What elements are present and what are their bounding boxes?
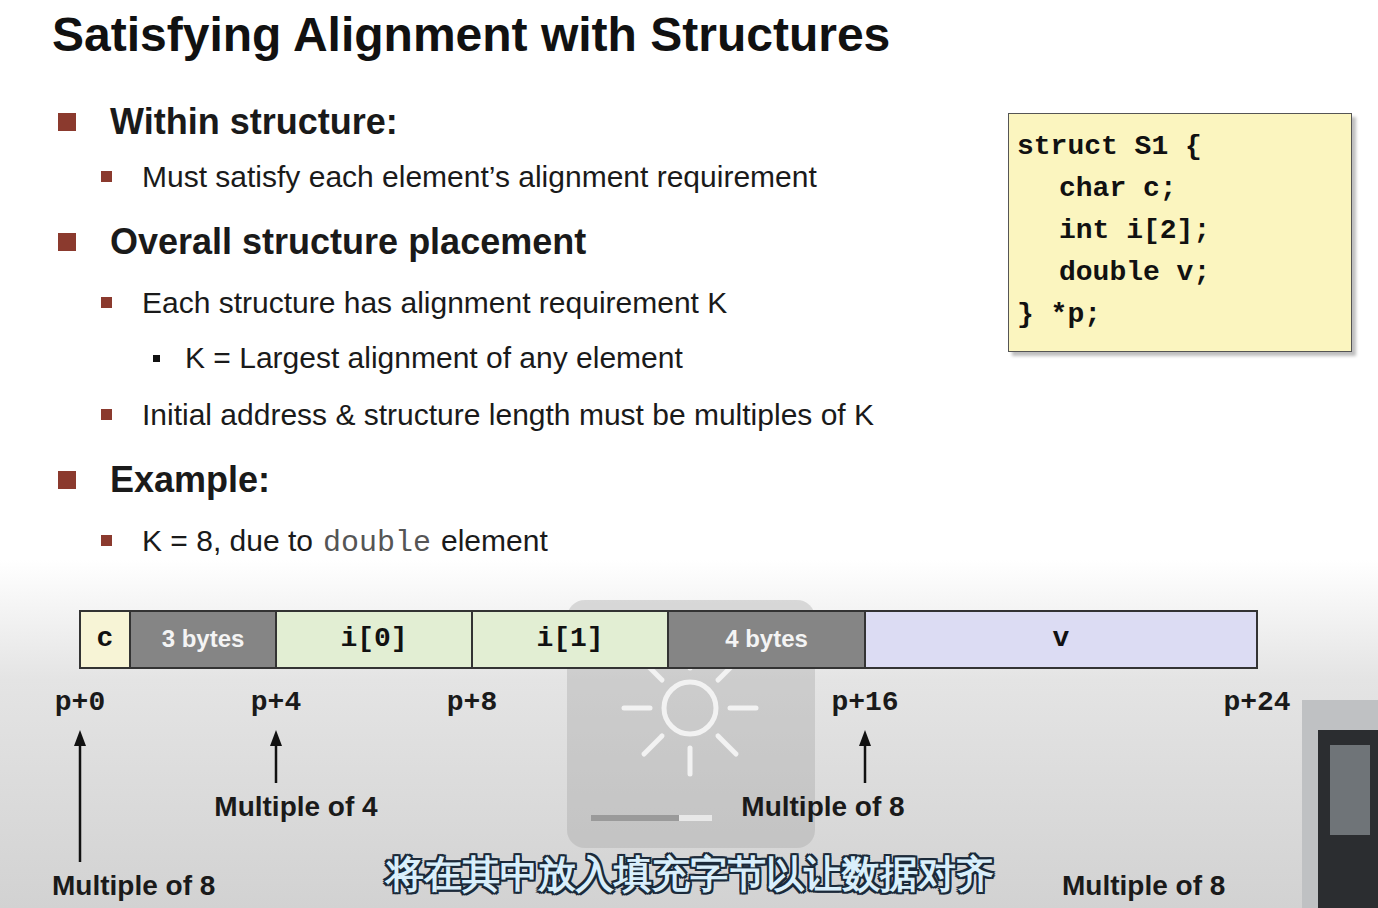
- code-line: char c;: [1017, 168, 1341, 210]
- cell-label: i[0]: [340, 624, 407, 655]
- code-line: int i[2];: [1017, 210, 1341, 252]
- code-box: struct S1 {char c;int i[2];double v;} *p…: [1008, 113, 1352, 352]
- bullet-heading: Overall structure placement: [110, 220, 586, 263]
- cell-label: 4 bytes: [725, 626, 808, 652]
- webcam-scene: [1330, 745, 1370, 835]
- code-line: struct S1 {: [1017, 126, 1341, 168]
- padding-cell: 4 bytes: [667, 610, 866, 669]
- offset-label: p+4: [251, 686, 301, 720]
- offset-label: p+24: [1223, 686, 1290, 720]
- offset-label: p+0: [55, 686, 105, 720]
- bullet-text: Must satisfy each element’s alignment re…: [142, 159, 817, 195]
- sub-bullet-square: [101, 535, 112, 546]
- char-cell: c: [79, 610, 131, 669]
- offset-label: p+8: [447, 686, 497, 720]
- brightness-level: [591, 815, 679, 821]
- alignment-note: Multiple of 8: [741, 790, 904, 824]
- code-line: } *p;: [1017, 294, 1341, 336]
- brightness-bar: [591, 815, 712, 821]
- video-subtitle: 将在其中放入填充字节以让数据对齐: [386, 852, 994, 898]
- alignment-note: Multiple of 4: [214, 790, 377, 824]
- bullet-text: Each structure has alignment requirement…: [142, 285, 727, 321]
- sub-bullet-square: [101, 297, 112, 308]
- bullet-text: K = Largest alignment of any element: [185, 340, 683, 376]
- cell-label: 3 bytes: [162, 626, 245, 652]
- cell-label: v: [1053, 624, 1070, 655]
- slide-title: Satisfying Alignment with Structures: [52, 6, 890, 64]
- code-line: double v;: [1017, 252, 1341, 294]
- webcam-inset: [1302, 700, 1378, 908]
- alignment-note: Multiple of 8: [52, 869, 215, 903]
- webcam-scene: [1318, 730, 1378, 908]
- sub-sub-bullet-square: [153, 355, 160, 362]
- double-cell: v: [864, 610, 1258, 669]
- code-keyword: double: [323, 525, 431, 561]
- cell-label: c: [97, 624, 114, 655]
- padding-cell: 3 bytes: [129, 610, 277, 669]
- bullet-text: Initial address & structure length must …: [142, 397, 874, 433]
- int-cell: i[0]: [275, 610, 473, 669]
- sub-bullet-square: [101, 409, 112, 420]
- bullet-heading: Within structure:: [110, 100, 398, 143]
- bullet-text: K = 8, due to: [142, 523, 313, 559]
- alignment-note: Multiple of 8: [1062, 869, 1225, 903]
- sub-bullet-square: [101, 171, 112, 182]
- bullet-square: [58, 471, 76, 489]
- bullet-square: [58, 233, 76, 251]
- cell-label: i[1]: [536, 624, 603, 655]
- int-cell: i[1]: [471, 610, 669, 669]
- bullet-heading: Example:: [110, 458, 270, 501]
- offset-label: p+16: [831, 686, 898, 720]
- bullet-square: [58, 113, 76, 131]
- bullet-text: element: [441, 523, 548, 559]
